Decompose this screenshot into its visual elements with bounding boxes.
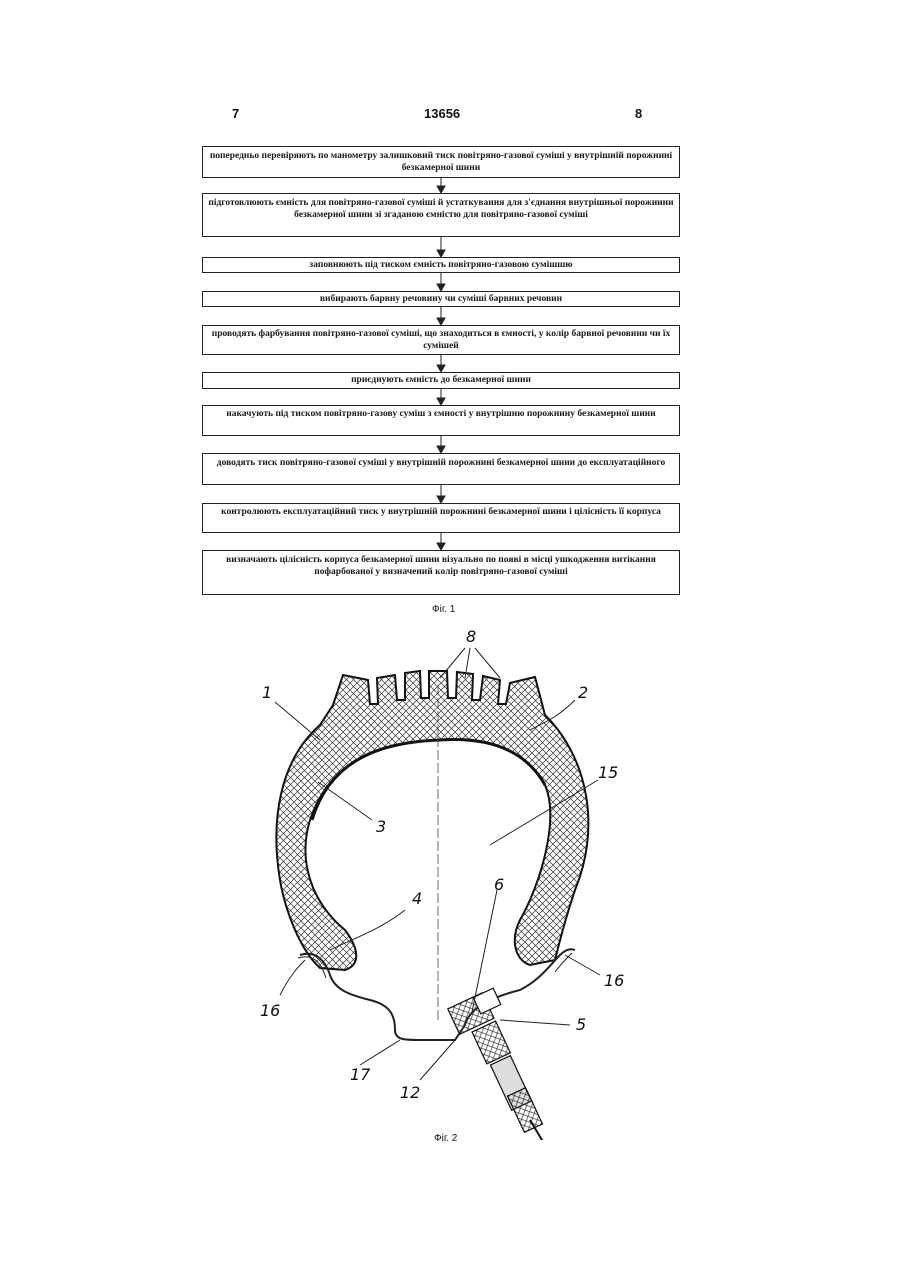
flowchart-arrows [0,0,901,620]
label-8: 8 [466,627,476,646]
label-12: 12 [400,1083,420,1102]
tire-casing [276,671,588,970]
label-16-right: 16 [604,971,624,990]
label-2: 2 [578,683,588,702]
valve-assembly [448,988,545,1140]
label-1: 1 [262,683,272,702]
label-6: 6 [494,875,504,894]
figure-2-caption: Фіг. 2 [434,1133,457,1144]
label-4: 4 [412,889,422,908]
label-17: 17 [350,1065,371,1084]
label-15: 15 [598,763,618,782]
figure-1-caption: Фіг. 1 [432,604,455,615]
label-16-left: 16 [260,1001,280,1020]
label-5: 5 [576,1015,586,1034]
tire-cross-section-drawing: 1 2 3 4 5 6 8 12 15 16 16 17 [0,620,901,1140]
label-3: 3 [376,817,386,836]
